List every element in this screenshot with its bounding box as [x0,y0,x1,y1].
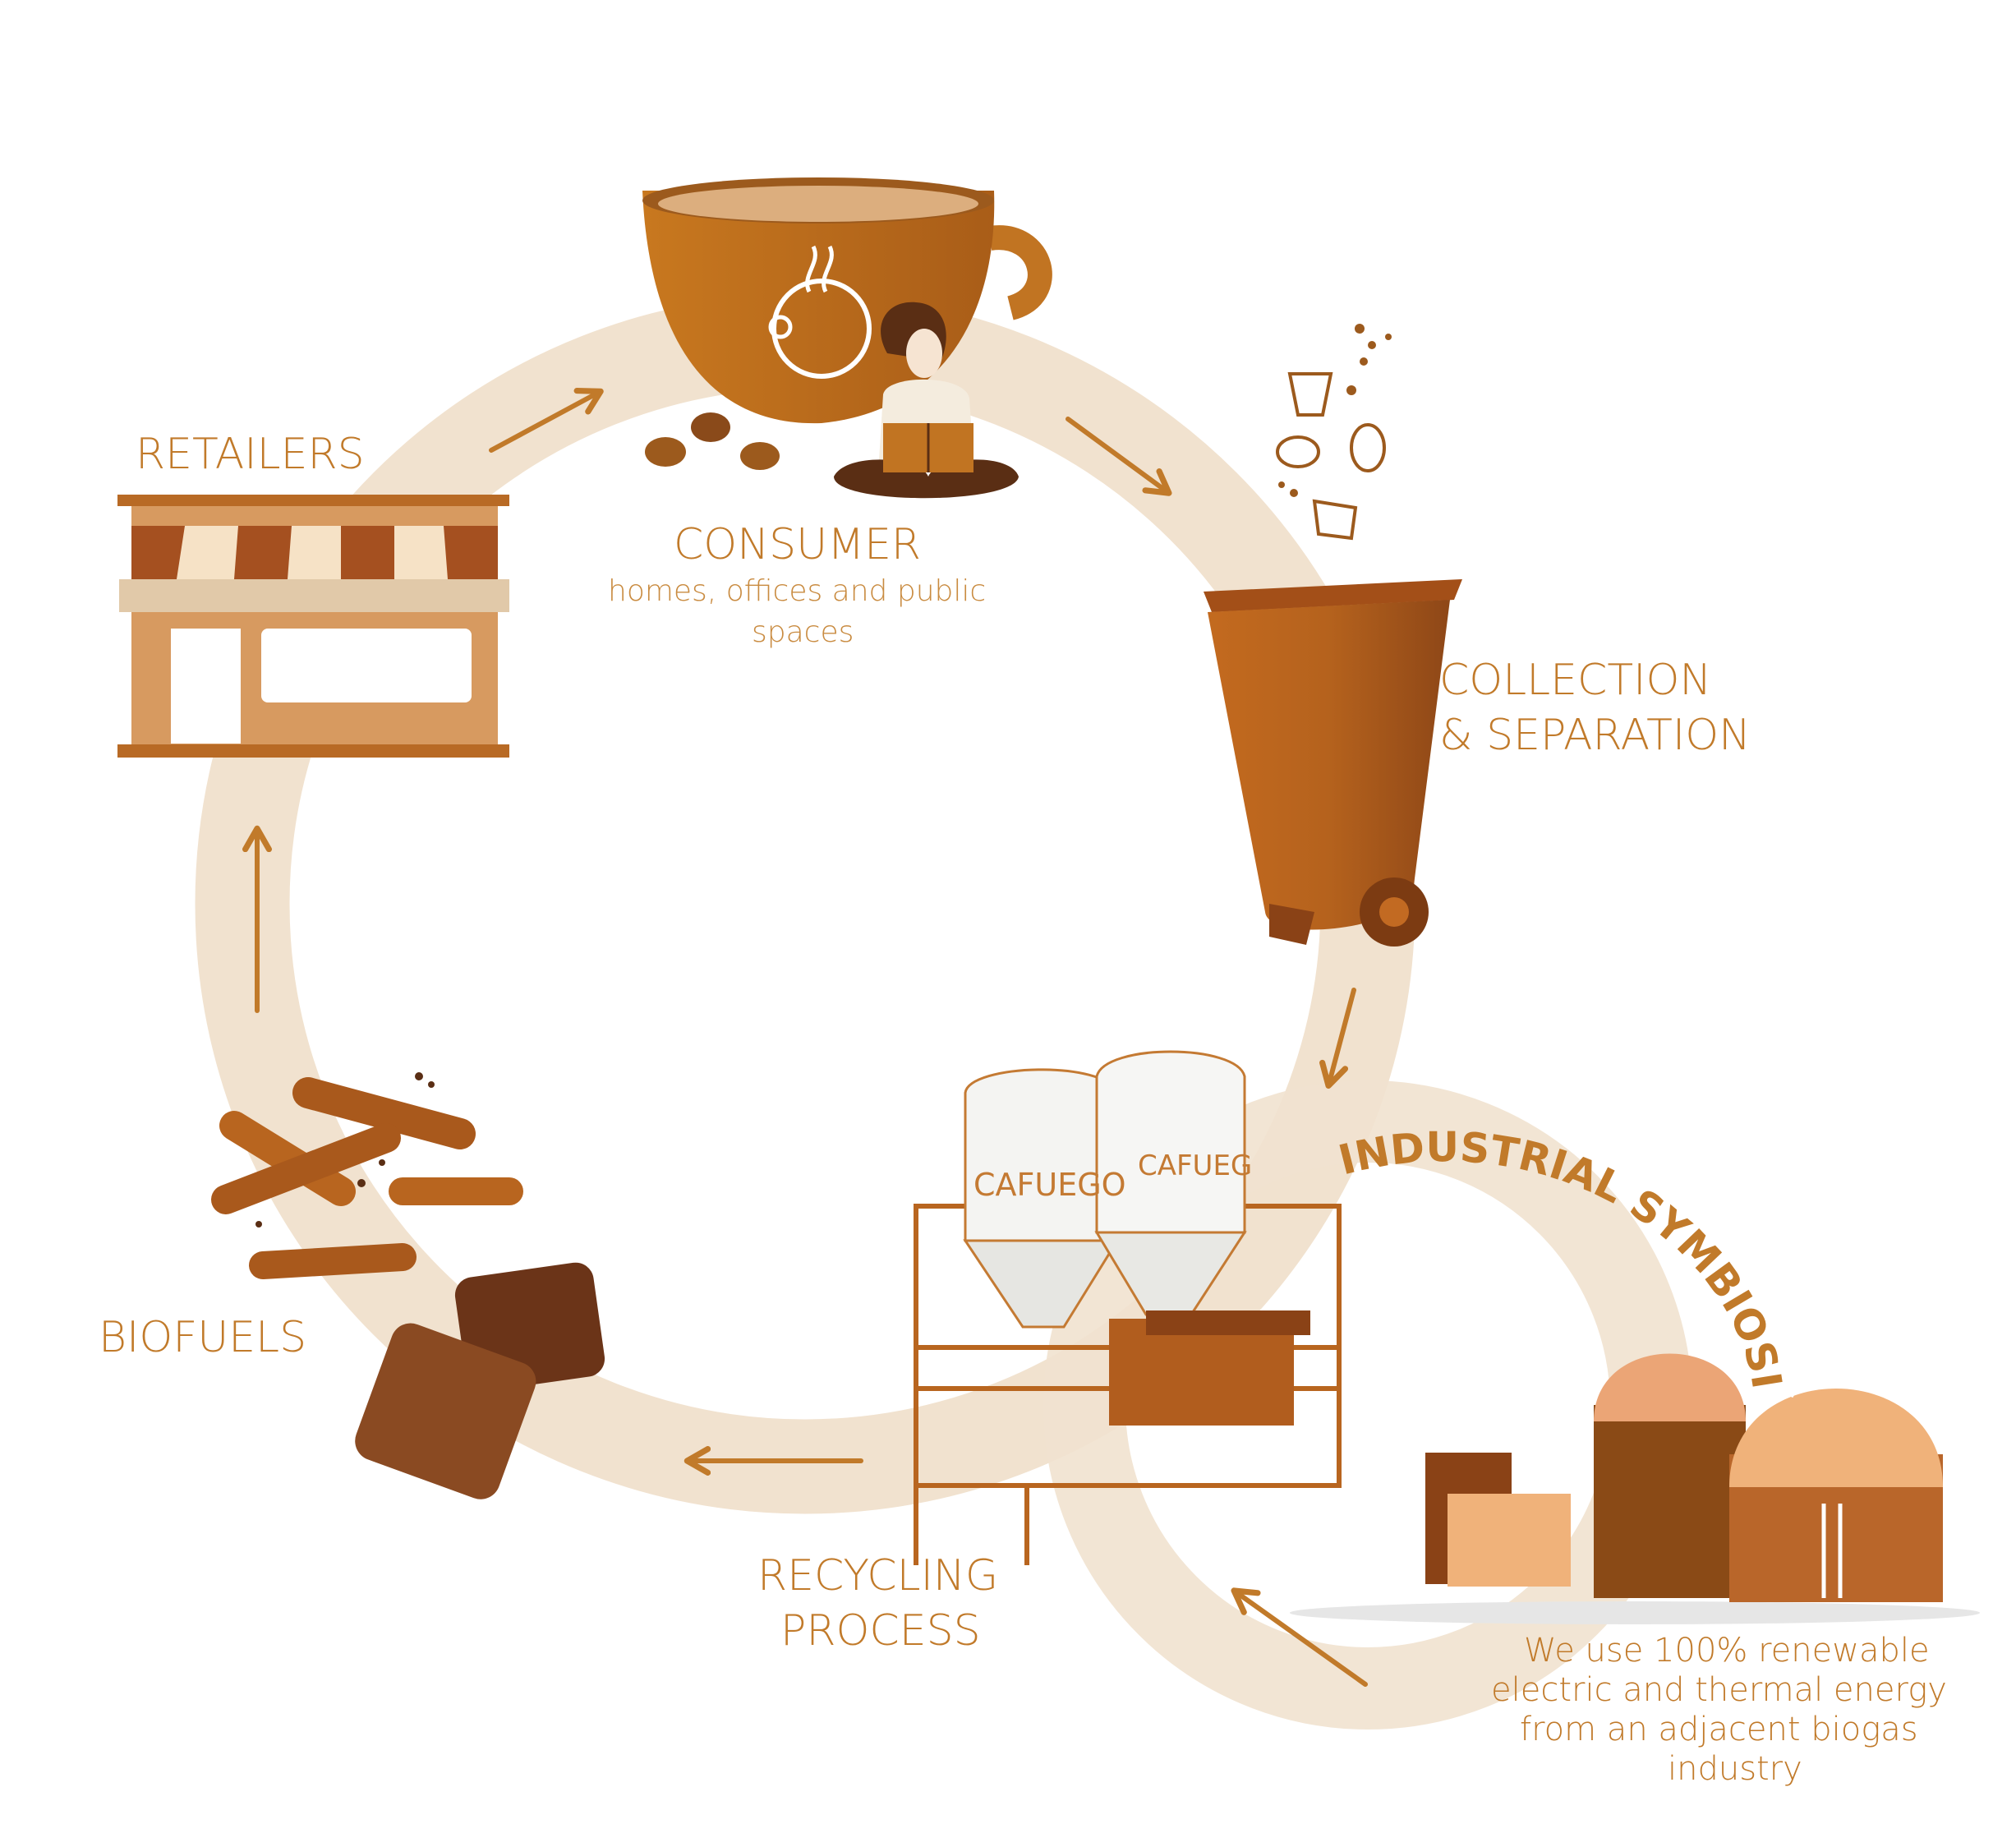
coffee-particles [1278,324,1392,497]
arrow-collection-to-recycling [1319,988,1356,1089]
storefront-icon [117,495,509,758]
symbiosis-note-1: We use 100% renewable [1524,1632,1930,1670]
arrow-consumer-to-collection [1066,417,1172,496]
collection-title-2: & SEPARATION [1439,711,1751,760]
silo-brand-right: CAFUEG [1138,1149,1252,1182]
collection-title-1: COLLECTION [1439,656,1712,705]
consumer-subtitle-1: homes, offices and public [608,574,987,608]
silo-plant-icon [914,1050,1342,1565]
arrow-symbiosis-return [1231,1587,1368,1687]
symbiosis-note-3: from an adjacent biogas [1520,1711,1918,1748]
coffee-cup-icon [642,177,1052,499]
consumer-title: CONSUMER [674,520,922,569]
consumer-subtitle-2: spaces [752,615,854,649]
pellets-icon [211,1072,605,1499]
biogas-plant-icon [1290,1353,1980,1624]
biofuels-title: BIOFUELS [99,1313,307,1362]
arrow-retailers-to-consumer [489,387,604,453]
wheelie-bin-icon [1204,579,1462,947]
capsules-icon [1276,372,1386,541]
retailers-title: RETAILERS [136,430,365,479]
recycling-title-1: RECYCLING [757,1551,999,1601]
symbiosis-note-4: industry [1668,1750,1802,1788]
silo-brand-left: CAFUEGO [973,1167,1126,1203]
recycling-title-2: PROCESS [780,1606,981,1656]
flow-arrows [242,387,1368,1687]
symbiosis-note-2: electric and thermal energy [1491,1671,1947,1709]
